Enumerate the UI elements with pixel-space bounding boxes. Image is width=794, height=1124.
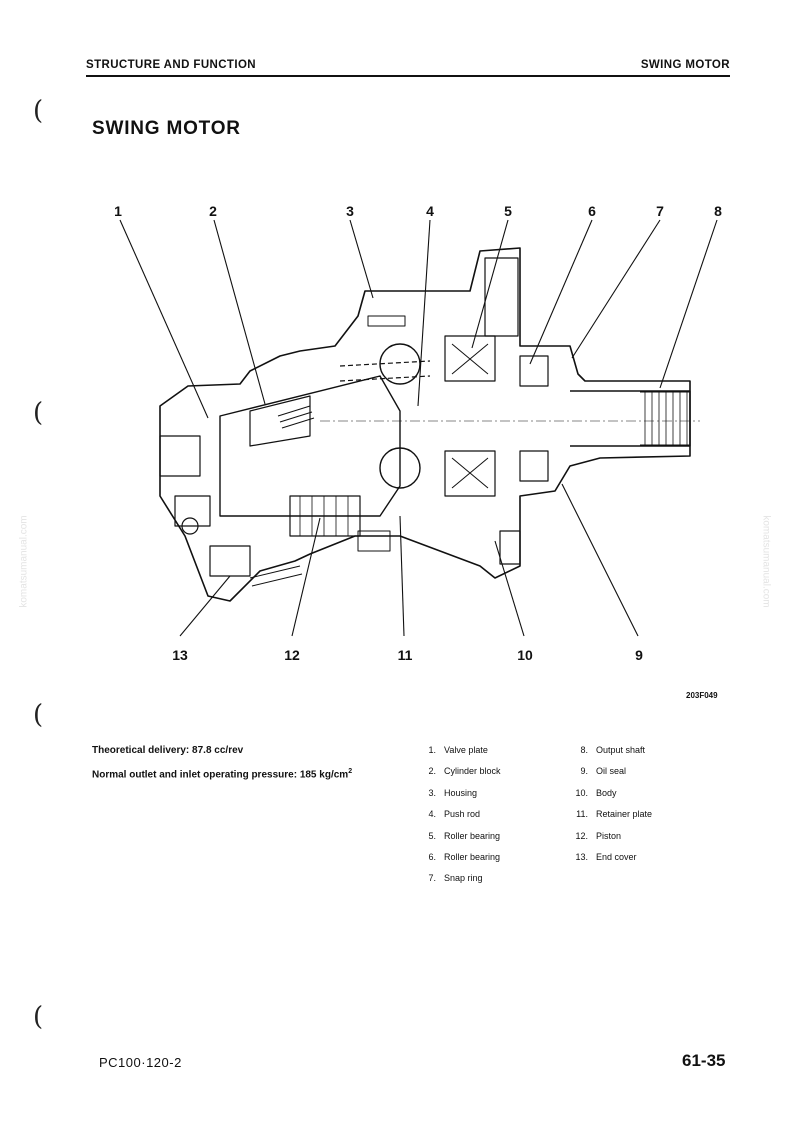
- callout-1: 1: [114, 203, 122, 219]
- part-number: 8.: [580, 745, 588, 755]
- part-name: Roller bearing: [444, 830, 501, 841]
- swing-motor-cross-section: 1 2 3 4 5 6 7 8 9 10 11 12 13: [114, 203, 722, 663]
- callout-10: 10: [517, 647, 533, 663]
- part-number: 1.: [428, 745, 436, 755]
- list-item: 11. Retainer plate: [566, 809, 652, 830]
- part-number: 6.: [428, 851, 436, 862]
- list-item: 6. Roller bearing: [414, 852, 501, 873]
- figure-code: 203F049: [686, 691, 718, 700]
- part-number: 12.: [575, 830, 588, 841]
- callout-13: 13: [172, 647, 188, 663]
- part-name: End cover: [596, 851, 637, 862]
- binder-hole-mark: (: [33, 398, 44, 428]
- part-number: 4.: [428, 809, 436, 820]
- callout-9: 9: [635, 647, 643, 663]
- part-number: 13.: [575, 851, 588, 862]
- spec-delivery-value: 87.8 cc/rev: [192, 745, 244, 756]
- header-section: STRUCTURE AND FUNCTION: [86, 59, 257, 71]
- parts-list-left: 1. Valve plate 2. Cylinder block 3. Housing…: [414, 745, 501, 895]
- callout-5: 5: [504, 203, 512, 219]
- spec-pressure: Normal outlet and inlet operating pressu…: [92, 768, 352, 780]
- page-number: 61-35: [682, 1051, 726, 1070]
- parts-list-right: 8. Output shaft 9. Oil seal 10. Body 11. Ret…: [566, 745, 652, 873]
- footer-model: PC100·120-2: [99, 1055, 182, 1070]
- list-item: 10. Body: [566, 788, 652, 809]
- binder-hole-mark: (: [33, 700, 44, 730]
- callout-6: 6: [588, 203, 596, 219]
- callout-3: 3: [346, 203, 354, 219]
- part-number: 2.: [428, 766, 436, 777]
- part-number: 9.: [580, 766, 588, 777]
- part-name: Cylinder block: [444, 766, 501, 777]
- callout-2: 2: [209, 203, 217, 219]
- part-name: Push rod: [444, 809, 481, 820]
- list-item: 12. Piston: [566, 831, 652, 852]
- list-item: 5. Roller bearing: [414, 831, 501, 852]
- specifications: Theoretical delivery: 87.8 cc/rev Normal…: [92, 745, 352, 792]
- list-item: 13. End cover: [566, 852, 652, 873]
- callout-12: 12: [284, 647, 300, 663]
- list-item: 9. Oil seal: [566, 766, 652, 787]
- binder-hole-mark: (: [33, 1002, 44, 1032]
- list-item: 1. Valve plate: [414, 745, 501, 766]
- part-number: 11.: [576, 809, 588, 820]
- header-topic: SWING MOTOR: [640, 59, 730, 71]
- watermark-left: komatsumanual.com: [18, 515, 30, 608]
- page-header: STRUCTURE AND FUNCTION SWING MOTOR: [86, 59, 730, 77]
- spec-pressure-value: 185 kg/cm: [299, 769, 349, 781]
- part-number: 3.: [428, 787, 436, 798]
- part-name: Retainer plate: [596, 809, 653, 820]
- part-number: 10.: [575, 787, 588, 798]
- binder-hole-mark: (: [33, 96, 44, 126]
- callout-4: 4: [426, 203, 434, 219]
- part-number: 7.: [428, 873, 436, 884]
- list-item: 8. Output shaft: [566, 745, 652, 766]
- part-name: Body: [596, 787, 617, 798]
- spec-delivery: Theoretical delivery: 87.8 cc/rev: [92, 745, 352, 756]
- page-title: SWING MOTOR: [92, 118, 241, 139]
- list-item: 4. Push rod: [414, 809, 501, 830]
- part-name: Roller bearing: [444, 851, 501, 862]
- part-name: Piston: [596, 830, 622, 841]
- spec-pressure-label: Normal outlet and inlet operating pressu…: [92, 769, 298, 781]
- part-name: Oil seal: [596, 766, 627, 777]
- callout-8: 8: [714, 203, 722, 219]
- watermark-right: komatsumanual.com: [760, 515, 772, 608]
- part-name: Output shaft: [596, 745, 646, 755]
- callout-7: 7: [656, 203, 664, 219]
- part-name: Housing: [444, 787, 478, 798]
- spec-delivery-label: Theoretical delivery:: [92, 745, 190, 756]
- list-item: 3. Housing: [414, 788, 501, 809]
- part-name: Valve plate: [444, 745, 488, 755]
- part-number: 5.: [428, 830, 436, 841]
- callout-11: 11: [398, 647, 413, 663]
- spec-pressure-superscript: 2: [348, 768, 353, 775]
- list-item: 2. Cylinder block: [414, 766, 501, 787]
- list-item: 7. Snap ring: [414, 873, 501, 894]
- part-name: Snap ring: [444, 873, 483, 884]
